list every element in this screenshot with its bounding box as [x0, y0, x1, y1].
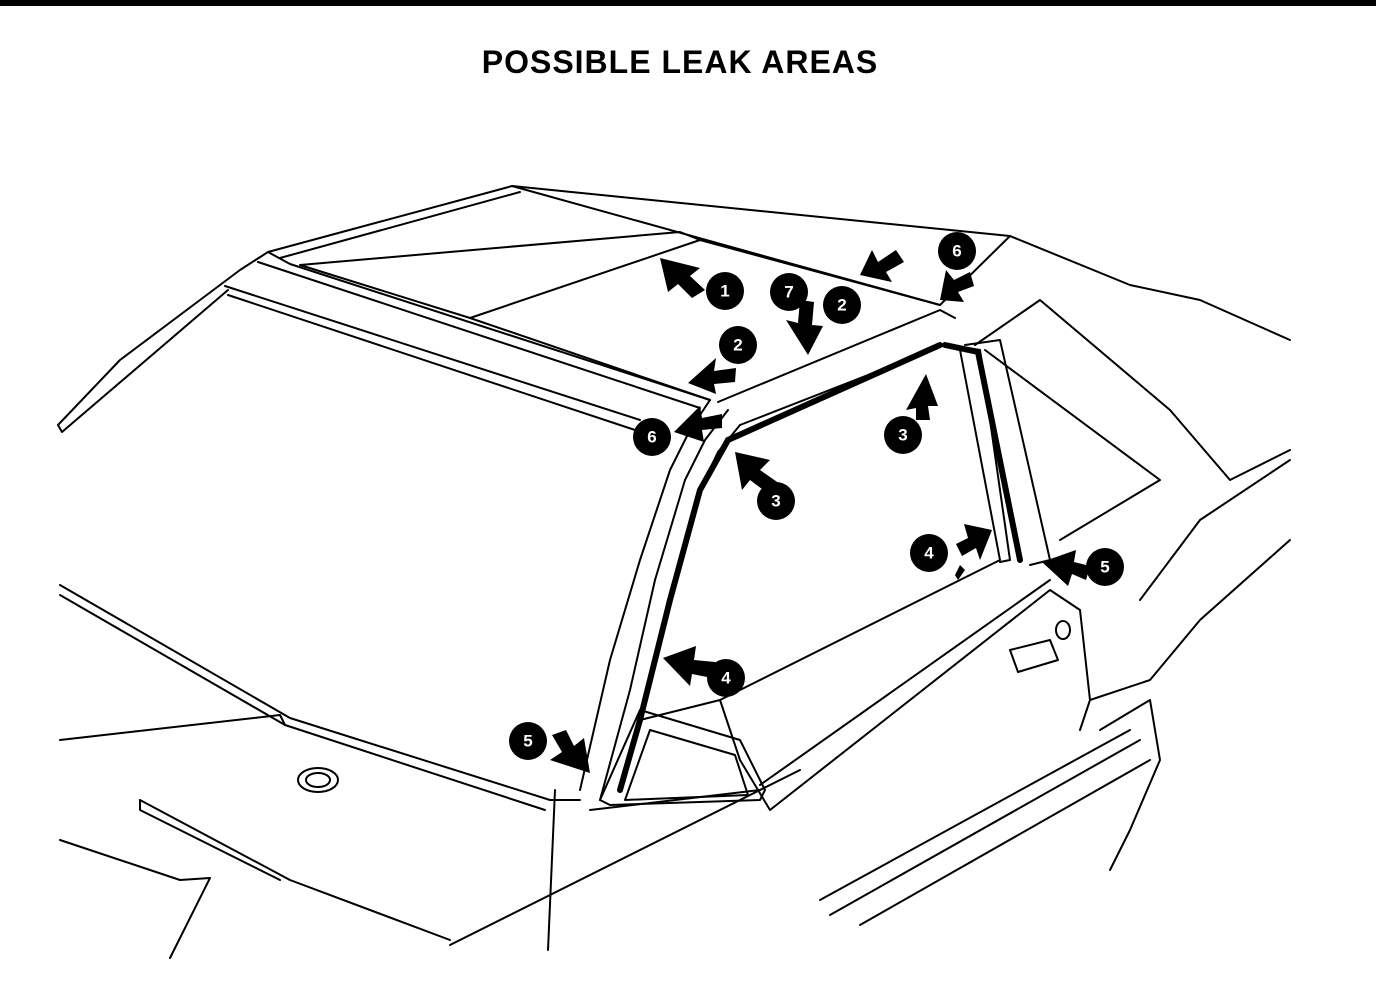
diagram-title: POSSIBLE LEAK AREAS: [481, 44, 879, 80]
roof-top-edge: [504, 185, 1291, 341]
arrow-4b: [956, 524, 992, 560]
rear-fender: [1089, 539, 1291, 701]
callout-6b: 6: [633, 418, 671, 456]
callout-label-2b: 2: [837, 296, 846, 315]
seal-highlights: [617, 342, 1023, 793]
arrow-4a: [663, 646, 715, 686]
a-pillar-inner: [599, 409, 729, 801]
callout-2b: 2: [823, 286, 861, 324]
windshield-top-trim-2: [227, 294, 636, 431]
door-lower-line: [449, 769, 801, 946]
hood-front: [59, 839, 211, 959]
glass-roof-panel: [299, 231, 701, 319]
hood-crease: [139, 799, 451, 941]
rear-window-top: [974, 299, 1291, 481]
door-lock: [1055, 620, 1071, 640]
rocker-line-1: [819, 729, 1131, 901]
callout-label-2a: 2: [733, 336, 742, 355]
hood-crease-2: [139, 799, 281, 881]
callout-label-6a: 6: [952, 242, 961, 261]
callout-label-1: 1: [720, 282, 729, 301]
roof-seal: [725, 342, 943, 443]
callout-6a: 6: [938, 232, 976, 270]
arrow-6a: [940, 270, 974, 302]
washer-nozzle: [297, 767, 339, 793]
callout-label-7: 7: [784, 283, 793, 302]
callout-label-5a: 5: [523, 732, 532, 751]
roof-seam-2: [469, 317, 711, 401]
arrow-7: [786, 300, 823, 355]
roof-inner-edge: [279, 191, 521, 259]
arrow-2a: [688, 358, 736, 394]
roof-left-edge: [57, 187, 506, 426]
arrow-6b: [674, 406, 722, 442]
callout-label-3a: 3: [771, 492, 780, 511]
mirror-base: [589, 789, 761, 811]
callout-4a: 4: [707, 659, 745, 697]
rear-wheel-arch: [1099, 699, 1161, 871]
callout-3a: 3: [757, 482, 795, 520]
arrow-3b: [906, 374, 938, 420]
callout-2a: 2: [719, 326, 757, 364]
callout-label-5b: 5: [1100, 558, 1109, 577]
arrow-5a: [550, 730, 590, 773]
rocker-line-3: [859, 759, 1151, 926]
rear-quarter-window: [984, 349, 1161, 541]
callout-5a: 5: [509, 722, 547, 760]
side-mirror: [599, 709, 766, 806]
arrow-1: [660, 258, 705, 298]
windshield-left-edge: [57, 289, 229, 433]
roof-mid-rail: [717, 309, 956, 403]
antenna: [547, 789, 556, 951]
rocker-line-2: [829, 739, 1141, 916]
callout-1: 1: [706, 272, 744, 310]
rear-deck-line: [1139, 459, 1291, 601]
callout-5b: 5: [1086, 548, 1124, 586]
windshield-top-trim: [224, 285, 641, 421]
hood-edge: [59, 714, 286, 741]
cowl-line: [59, 584, 581, 801]
callout-3b: 3: [884, 416, 922, 454]
callout-arrows: [550, 250, 1090, 773]
arrow-2b: [860, 250, 904, 282]
a-pillar-outer: [579, 399, 711, 791]
b-pillar-seal: [942, 342, 1023, 563]
callout-label-4b: 4: [924, 544, 934, 563]
arrow-5b: [1042, 550, 1090, 586]
callout-label-4a: 4: [721, 669, 731, 688]
callout-4b: 4: [910, 534, 948, 572]
door-upper-edge: [719, 589, 1091, 811]
roof-rail-front: [267, 251, 711, 401]
callout-7: 7: [770, 273, 808, 311]
door-belt-line: [759, 579, 1051, 786]
roof-center-rail: [511, 185, 1011, 306]
side-mirror-glass: [624, 729, 749, 801]
roof-rail-front-lower: [257, 261, 701, 409]
door-handle: [1009, 639, 1059, 673]
callout-label-6b: 6: [647, 428, 656, 447]
drip-mark: [955, 565, 965, 580]
top-rule: [0, 0, 1376, 6]
callout-label-3b: 3: [898, 426, 907, 445]
b-pillar-rear: [964, 339, 1051, 566]
washer-nozzle-inner: [305, 772, 331, 788]
car-body-lines: [57, 185, 1291, 959]
pillar-seal: [617, 437, 731, 793]
